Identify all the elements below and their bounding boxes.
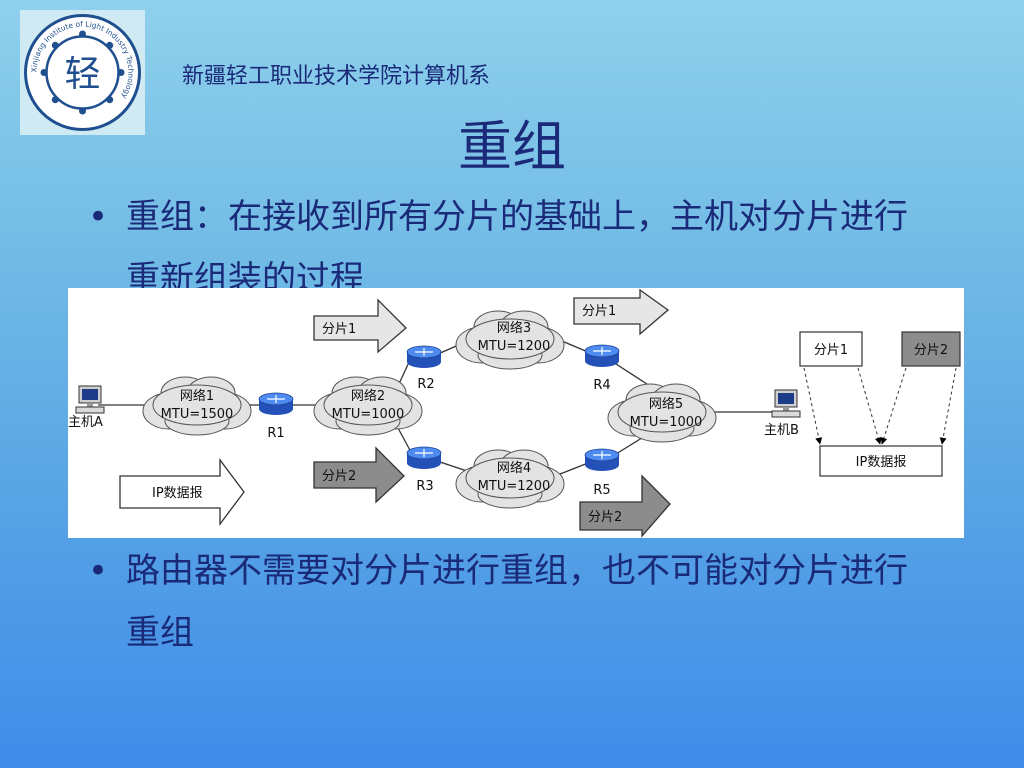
school-logo: Xinjiang Institute of Light Industry Tec… <box>20 10 145 135</box>
school-name: 新疆轻工职业技术学院计算机系 <box>182 64 491 89</box>
router-icon <box>584 448 620 472</box>
network-cloud-2: 网络2 MTU=1000 <box>313 376 423 436</box>
network-cloud-3: 网络3 MTU=1200 <box>455 310 565 370</box>
school-logo-seal: Xinjiang Institute of Light Industry Tec… <box>24 14 141 131</box>
reassembly-fragment-1-box: 分片1 <box>799 331 863 367</box>
router-2-label: R2 <box>417 377 434 392</box>
network-4-mtu: MTU=1200 <box>478 479 551 494</box>
router-icon <box>258 392 294 416</box>
router-1-label: R1 <box>267 426 284 441</box>
reassembled-datagram-label: IP数据报 <box>856 455 907 470</box>
bullet-dot-1: • <box>88 197 109 237</box>
bullet-item-1: • 重组：在接收到所有分片的基础上，主机对分片进行重新组装的过程 <box>88 186 938 310</box>
fragment-1-arrow-right: 分片1 <box>573 288 670 336</box>
host-b-computer-icon <box>771 389 801 418</box>
network-1-mtu: MTU=1500 <box>161 407 234 422</box>
fragment-1-label-right: 分片1 <box>582 304 616 319</box>
bullet-item-2: • 路由器不需要对分片进行重组，也不可能对分片进行重组 <box>88 540 938 664</box>
network-4-name: 网络4 <box>497 460 531 476</box>
network-2-mtu: MTU=1000 <box>332 407 405 422</box>
router-4-label: R4 <box>593 378 610 393</box>
fragment-1-label-left: 分片1 <box>322 322 356 337</box>
network-cloud-1: 网络1 MTU=1500 <box>142 376 252 436</box>
router-icon <box>406 345 442 369</box>
router-5-label: R5 <box>593 483 610 498</box>
network-5-mtu: MTU=1000 <box>630 415 703 430</box>
network-cloud-4: 网络4 MTU=1200 <box>455 449 565 509</box>
network-1-name: 网络1 <box>180 388 214 404</box>
host-b-label: 主机B <box>764 423 799 438</box>
fragment-2-arrow-left: 分片2 <box>313 446 405 504</box>
fragment-2-label-right: 分片2 <box>588 510 622 525</box>
host-a-computer-icon <box>75 385 105 414</box>
reassembly-fragment-1-label: 分片1 <box>814 343 848 358</box>
network-3-name: 网络3 <box>497 320 531 336</box>
host-a-label: 主机A <box>68 415 103 430</box>
reassembly-fragment-2-label: 分片2 <box>914 343 948 358</box>
fragment-1-arrow-left: 分片1 <box>313 298 407 354</box>
router-icon <box>584 344 620 368</box>
fragmentation-diagram: 网络1 MTU=1500 网络2 MTU=1000 网络3 MTU=1200 网… <box>68 288 964 538</box>
bullet-text-1: 重组：在接收到所有分片的基础上，主机对分片进行重新组装的过程 <box>126 197 908 299</box>
network-cloud-5: 网络5 MTU=1000 <box>607 383 717 443</box>
reassembly-fragment-2-box: 分片2 <box>901 331 961 367</box>
ip-datagram-arrow: IP数据报 <box>119 458 245 526</box>
diagram-canvas: 网络1 MTU=1500 网络2 MTU=1000 网络3 MTU=1200 网… <box>68 288 961 538</box>
ip-datagram-label: IP数据报 <box>152 486 203 501</box>
bullet-text-2: 路由器不需要对分片进行重组，也不可能对分片进行重组 <box>126 551 908 653</box>
bullet-dot-2: • <box>88 551 109 591</box>
network-3-mtu: MTU=1200 <box>478 339 551 354</box>
slide-title: 重组 <box>458 115 566 178</box>
router-icon <box>406 446 442 470</box>
fragment-2-label-left: 分片2 <box>322 469 356 484</box>
network-2-name: 网络2 <box>351 388 385 404</box>
reassembled-datagram-box: IP数据报 <box>819 445 943 477</box>
logo-char: 轻 <box>64 54 100 95</box>
network-5-name: 网络5 <box>649 396 683 412</box>
fragment-2-arrow-right: 分片2 <box>579 474 671 538</box>
router-3-label: R3 <box>416 479 433 494</box>
